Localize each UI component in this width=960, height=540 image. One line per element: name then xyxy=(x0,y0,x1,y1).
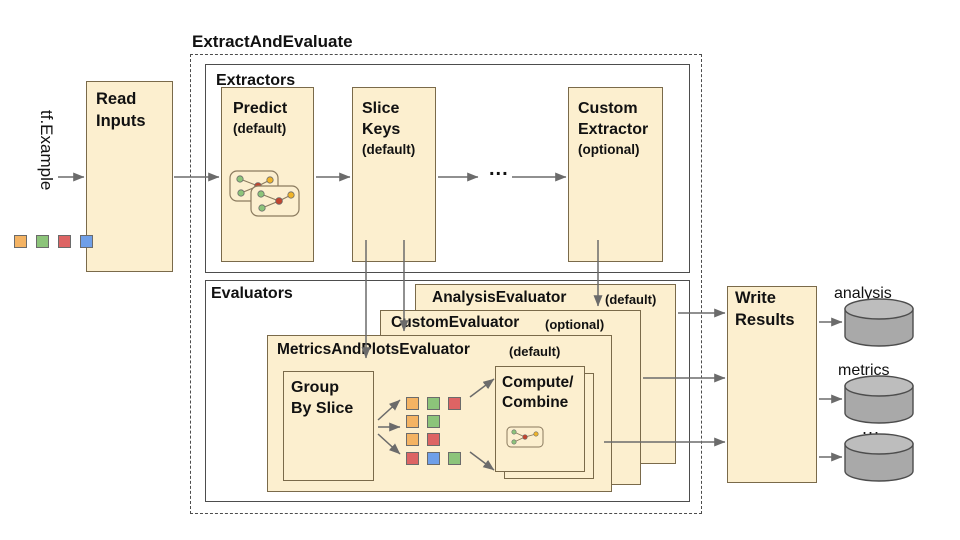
swatch-green xyxy=(36,235,49,248)
slice-swatch-green xyxy=(427,415,440,428)
extractor-custom-line2: Extractor xyxy=(578,121,649,138)
compute-combine-box[interactable] xyxy=(495,366,585,472)
extractor-slice-keys-line1: Slice xyxy=(362,100,400,117)
swatch-orange xyxy=(14,235,27,248)
extractor-predict-name: Predict xyxy=(233,100,288,117)
group-by-slice-line1: Group xyxy=(291,379,339,396)
evaluator-analysis-qualifier: (default) xyxy=(605,292,657,307)
slice-swatch-orange xyxy=(406,397,419,410)
input-tf-example-label: tf.Example xyxy=(37,110,56,191)
extractor-slice-keys-qualifier: (default) xyxy=(362,142,416,157)
output-more-label: ... xyxy=(862,418,881,438)
evaluator-metrics-and-plots-name: MetricsAndPlotsEvaluator xyxy=(277,341,470,358)
extractor-slice-keys-line2: Keys xyxy=(362,121,401,138)
group-by-slice-box[interactable] xyxy=(283,371,374,481)
extract-and-evaluate-container xyxy=(190,54,702,514)
extractor-predict-qualifier: (default) xyxy=(233,121,287,136)
extractor-custom[interactable] xyxy=(568,87,663,262)
slice-swatch-red xyxy=(448,397,461,410)
extract-and-evaluate-title: ExtractAndEvaluate xyxy=(192,32,353,51)
slice-swatch-green xyxy=(448,452,461,465)
slice-swatch-green xyxy=(427,397,440,410)
cylinder-more xyxy=(844,433,914,482)
read-inputs-line2: Inputs xyxy=(96,112,146,130)
evaluator-metrics-and-plots-qualifier: (default) xyxy=(509,344,561,359)
swatch-blue xyxy=(80,235,93,248)
evaluator-custom-qualifier: (optional) xyxy=(545,317,605,332)
group-by-slice-line2: By Slice xyxy=(291,400,354,417)
compute-combine-line2: Combine xyxy=(502,394,569,411)
evaluator-custom-name: CustomEvaluator xyxy=(391,314,520,331)
compute-combine-line1: Compute/ xyxy=(502,374,574,391)
extractors-ellipsis: ... xyxy=(489,158,509,180)
output-analysis-label: analysis xyxy=(834,285,892,302)
write-results-line1: Write xyxy=(735,289,776,307)
extractor-slice-keys[interactable] xyxy=(352,87,436,262)
evaluator-analysis-name: AnalysisEvaluator xyxy=(432,289,567,306)
write-results-line2: Results xyxy=(735,311,795,329)
extractor-custom-qualifier: (optional) xyxy=(578,142,640,157)
cylinder-metrics xyxy=(844,375,914,424)
extractors-label: Extractors xyxy=(216,72,296,89)
evaluators-label: Evaluators xyxy=(211,285,293,302)
slice-swatch-red xyxy=(406,452,419,465)
slice-swatch-orange xyxy=(406,415,419,428)
slice-swatch-blue xyxy=(427,452,440,465)
slice-swatch-orange xyxy=(406,433,419,446)
slice-swatch-red xyxy=(427,433,440,446)
cylinder-analysis xyxy=(844,298,914,347)
read-inputs-box[interactable] xyxy=(86,81,173,272)
write-results-box[interactable] xyxy=(727,286,817,483)
read-inputs-line1: Read xyxy=(96,90,137,108)
output-metrics-label: metrics xyxy=(838,362,890,379)
swatch-red xyxy=(58,235,71,248)
output-cylinders xyxy=(844,298,914,482)
extractor-custom-line1: Custom xyxy=(578,100,638,117)
